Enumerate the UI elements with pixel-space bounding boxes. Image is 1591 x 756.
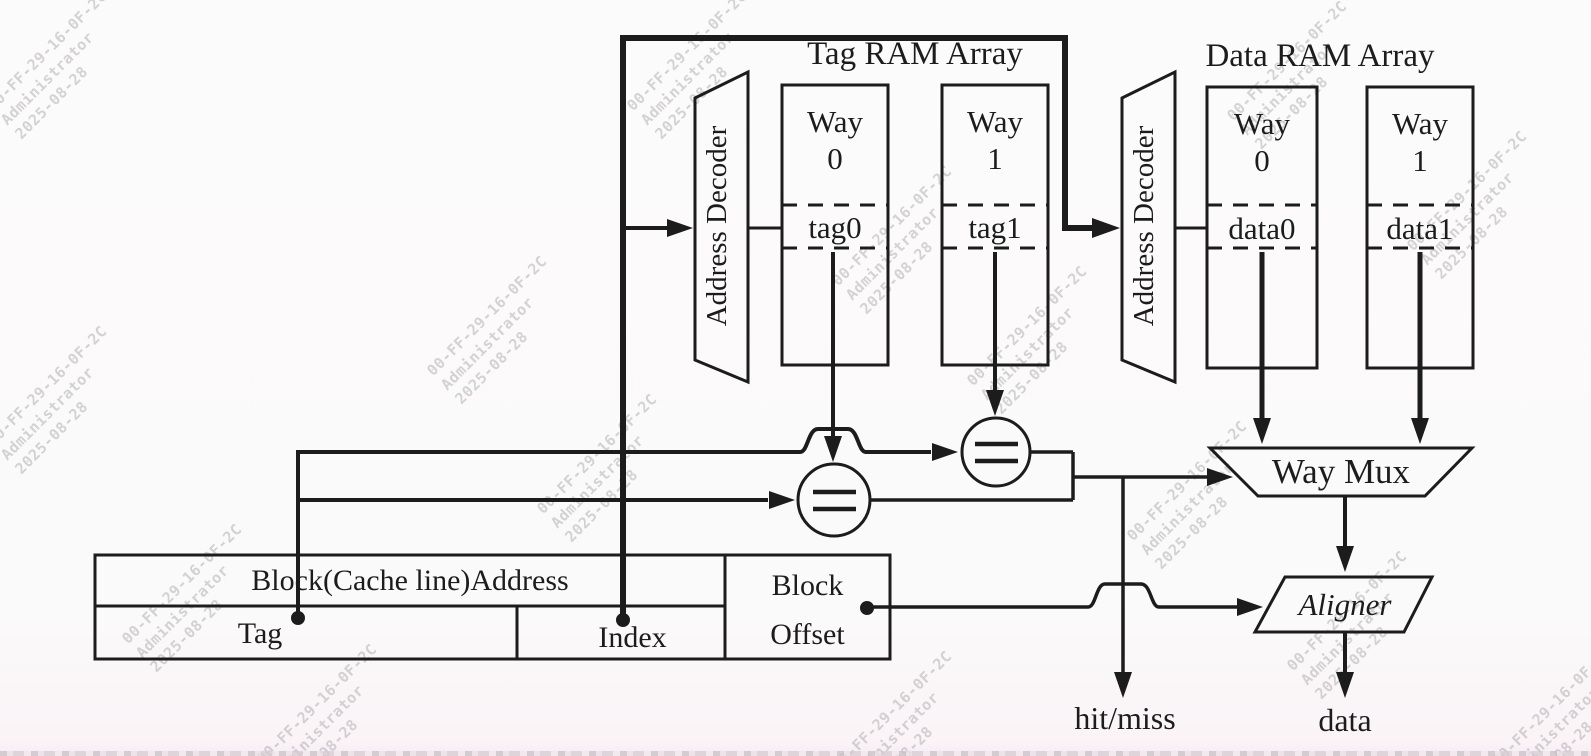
way-mux-shape bbox=[1206, 446, 1476, 498]
data-way1-label: Way 1 bbox=[1391, 106, 1449, 178]
scan-edge-artifact bbox=[0, 751, 1591, 756]
comparator0-circle bbox=[796, 462, 872, 538]
comparator0-equals-icon bbox=[813, 489, 856, 512]
data-way0-label: Way 0 bbox=[1233, 106, 1291, 178]
data-address-decoder-shape bbox=[1120, 69, 1177, 385]
arrow-tag0-into-comparator0 bbox=[824, 436, 842, 462]
arrow-offset-into-aligner bbox=[1237, 598, 1263, 616]
arrow-tag1-into-comparator1 bbox=[986, 390, 1004, 416]
arrow-tagfield-into-comparator0 bbox=[769, 491, 795, 509]
aligner-shape bbox=[1252, 575, 1435, 634]
arrow-mux-into-aligner bbox=[1336, 546, 1354, 572]
block-offset-tap-dot bbox=[860, 601, 874, 615]
block-offset-field-label: Block Offset bbox=[770, 569, 845, 651]
tag1-cell-label: tag1 bbox=[968, 210, 1022, 245]
arrow-data0-into-mux bbox=[1253, 418, 1271, 444]
data-ram-array-title: Data RAM Array bbox=[1205, 38, 1435, 74]
tag-address-decoder-shape bbox=[693, 69, 750, 385]
index-bus-line bbox=[620, 35, 1094, 620]
arrow-into-data-decoder bbox=[1092, 218, 1120, 238]
arrow-tagfield-into-comparator1 bbox=[932, 443, 958, 461]
tag-field-label: Tag bbox=[237, 617, 283, 650]
data1-cell-label: data1 bbox=[1386, 211, 1454, 246]
tag-to-comparator1-upper-line bbox=[296, 427, 931, 618]
block-offset-to-aligner-line bbox=[867, 582, 1237, 609]
tag-address-decoder-label: Address Decoder bbox=[701, 125, 733, 327]
data-address-decoder-label: Address Decoder bbox=[1128, 125, 1160, 327]
aligner-label: Aligner bbox=[1298, 587, 1392, 622]
tag0-cell-label: tag0 bbox=[808, 210, 862, 245]
arrow-data1-into-mux bbox=[1411, 418, 1429, 444]
tag-way1-label: Way 1 bbox=[966, 104, 1024, 176]
tag-way0-label: Way 0 bbox=[806, 104, 864, 176]
comparator1-equals-icon bbox=[975, 441, 1018, 464]
data-output-label: data bbox=[1318, 702, 1372, 738]
comparator1-circle bbox=[960, 416, 1032, 488]
hit-miss-output-label: hit/miss bbox=[1074, 700, 1176, 736]
way-mux-label: Way Mux bbox=[1271, 452, 1411, 491]
tag-tap-dot bbox=[291, 611, 305, 625]
arrow-into-tag-decoder bbox=[667, 219, 693, 237]
block-address-label: Block(Cache line)Address bbox=[251, 564, 569, 597]
arrow-data-out bbox=[1336, 672, 1354, 698]
arrow-hit-miss-out bbox=[1114, 672, 1132, 698]
data0-cell-label: data0 bbox=[1228, 211, 1296, 246]
index-tap-dot bbox=[616, 613, 630, 627]
arrow-select-into-mux bbox=[1207, 468, 1233, 486]
tag-ram-array-title: Tag RAM Array bbox=[807, 36, 1023, 72]
index-field-label: Index bbox=[598, 621, 667, 654]
